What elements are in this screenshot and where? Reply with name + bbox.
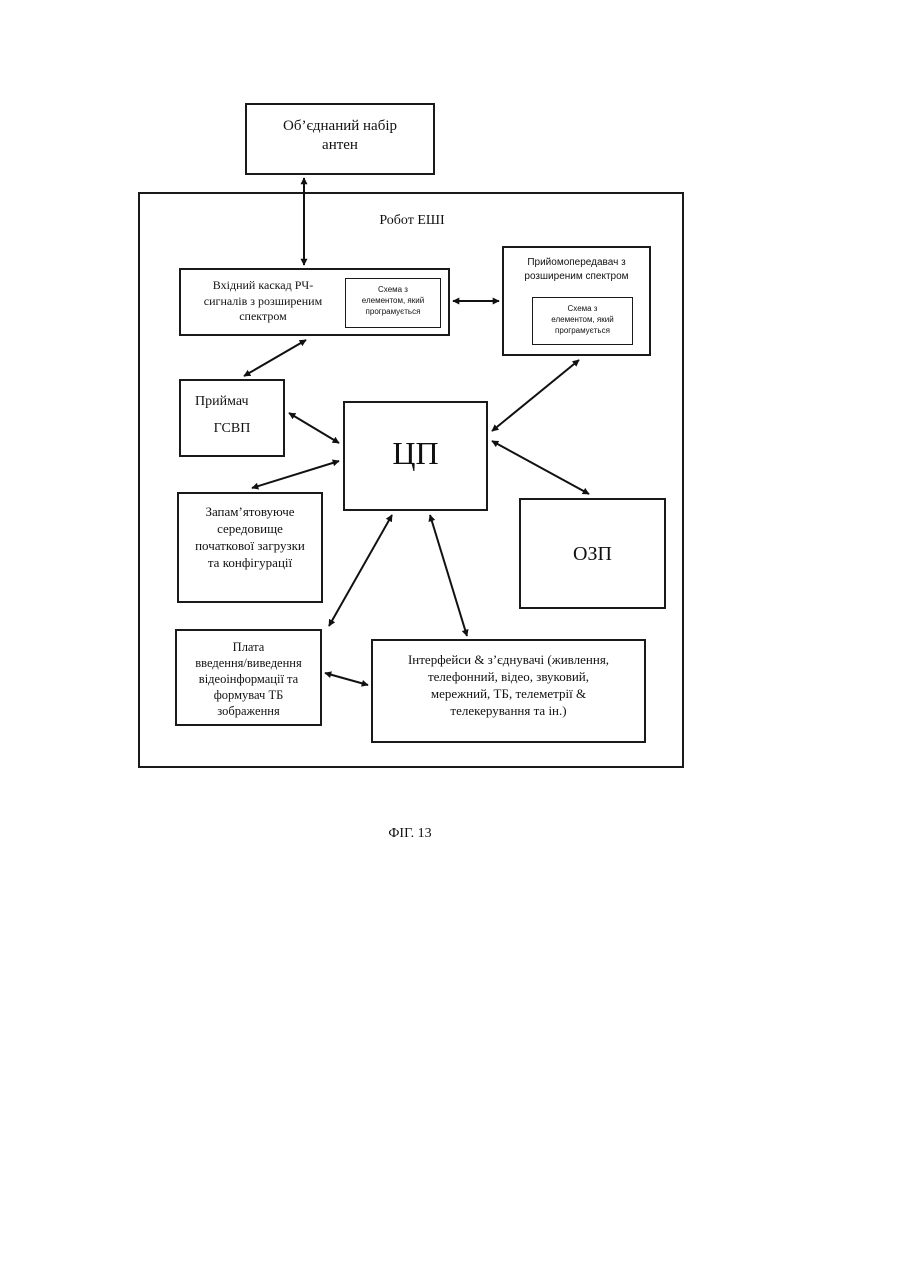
arrow-cpu-video xyxy=(329,515,392,626)
figure-caption: ФІГ. 13 xyxy=(360,825,460,843)
arrow-cpu-interfaces xyxy=(430,515,467,636)
arrow-rf-gps xyxy=(244,340,306,376)
arrow-gps-cpu xyxy=(289,413,339,443)
arrow-cpu-boot xyxy=(252,461,339,488)
arrow-video-interfaces xyxy=(325,673,368,685)
arrow-transceiver-cpu xyxy=(492,360,579,431)
arrow-cpu-ram xyxy=(492,441,589,494)
